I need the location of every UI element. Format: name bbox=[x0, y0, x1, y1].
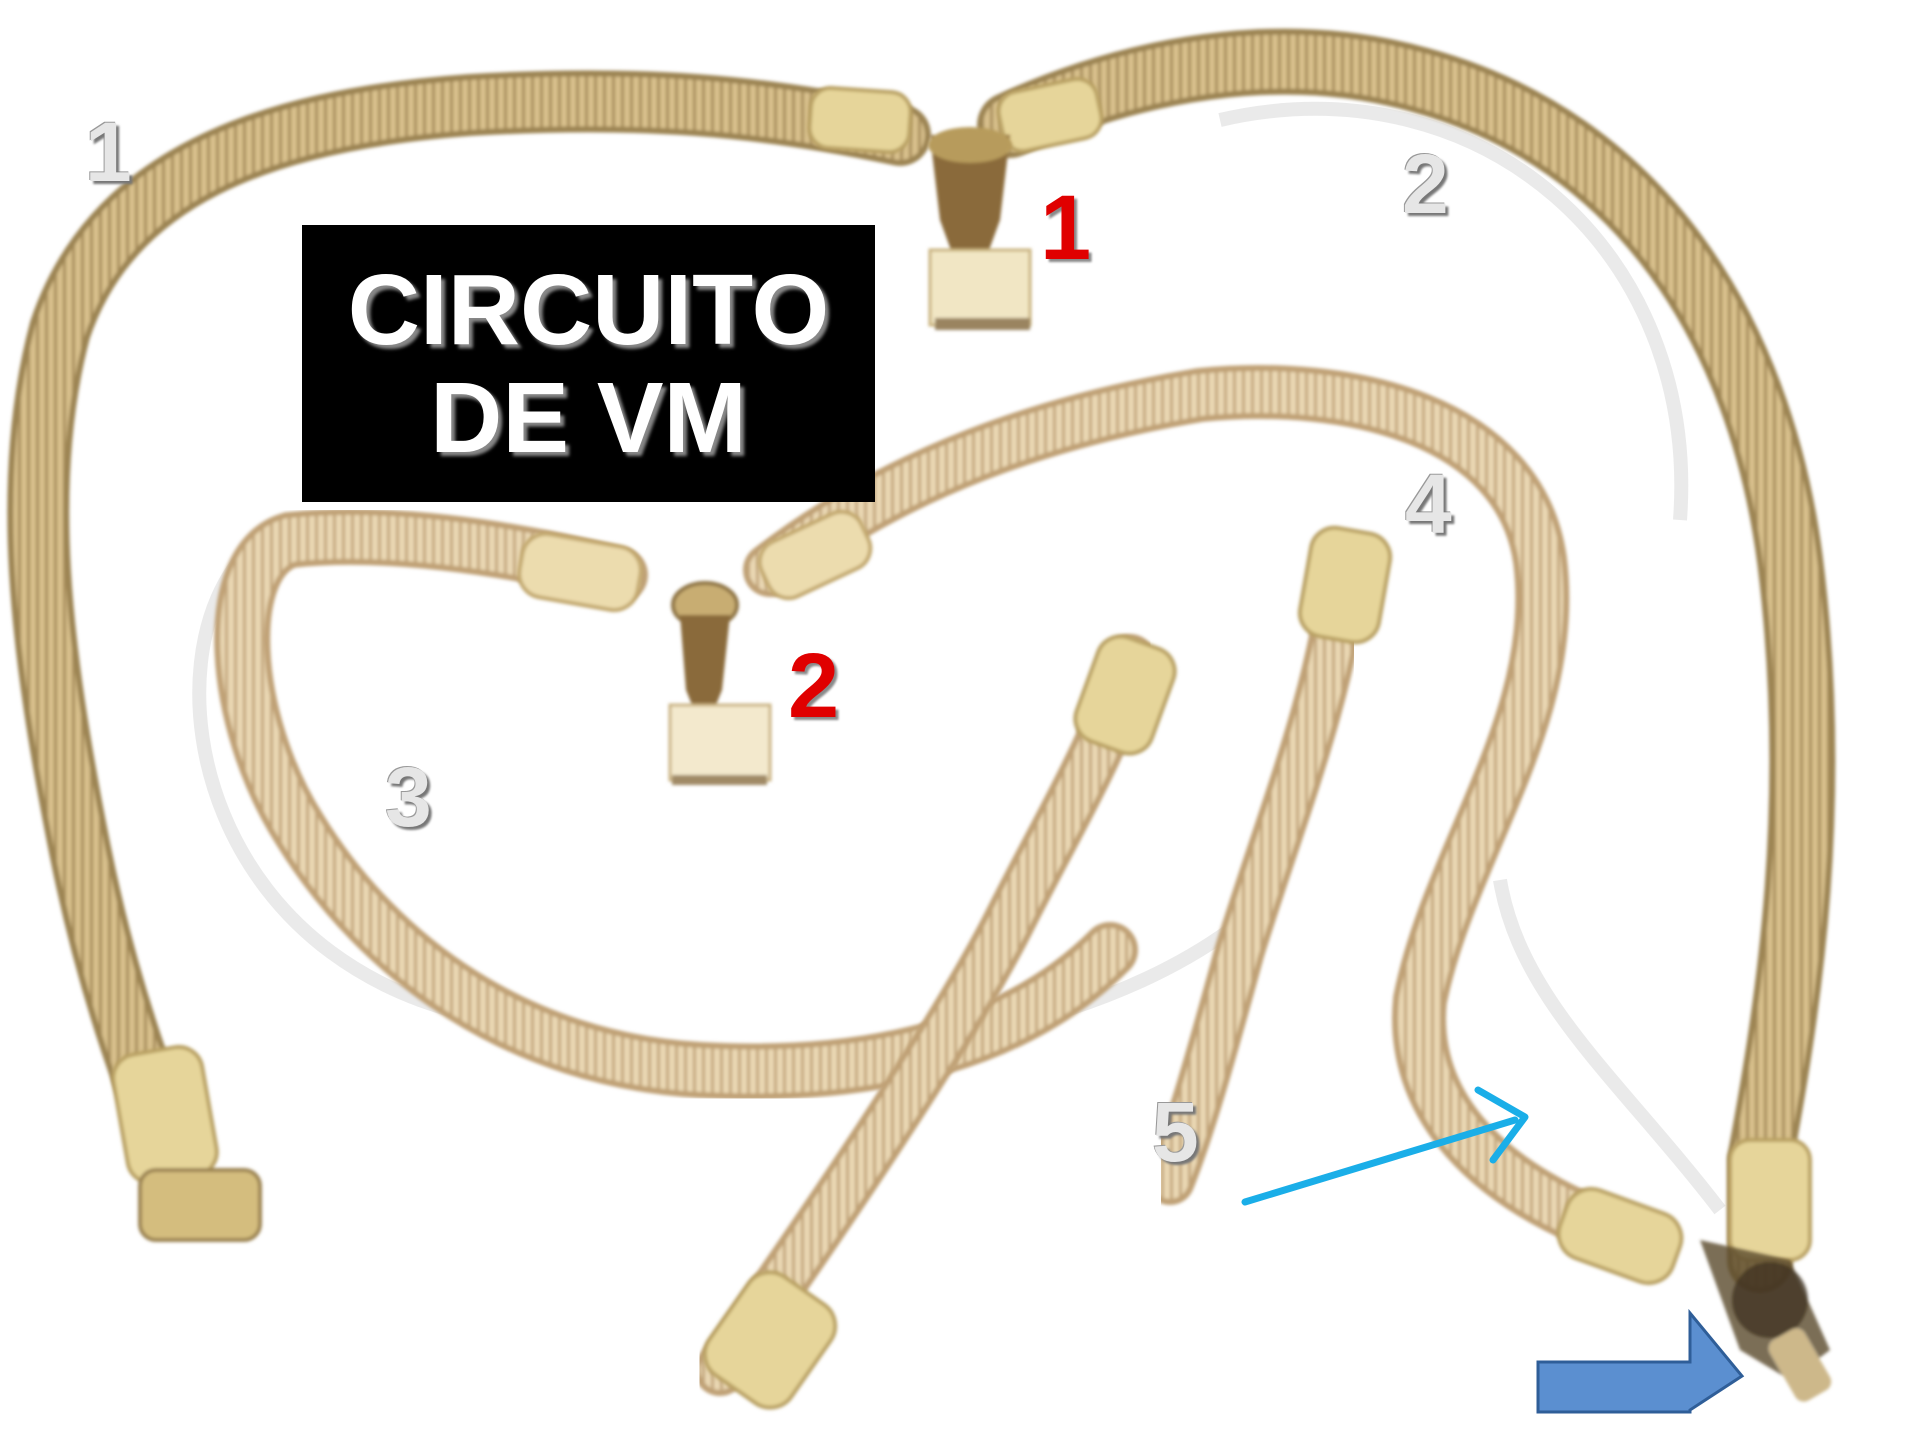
label-gray-3: 3 bbox=[385, 750, 432, 844]
connector-2 bbox=[668, 581, 772, 785]
title-line-1: CIRCUITO bbox=[347, 253, 830, 366]
tube-2 bbox=[977, 28, 1836, 1293]
connector-1 bbox=[928, 127, 1032, 330]
label-red-2: 2 bbox=[788, 635, 840, 737]
label-gray-4: 4 bbox=[1405, 457, 1452, 551]
tube-5-a bbox=[694, 634, 1156, 1396]
label-red-1: 1 bbox=[1040, 177, 1092, 279]
title-line-2: DE VM bbox=[430, 361, 747, 474]
tube-3 bbox=[214, 508, 1138, 1100]
tube-5-b bbox=[1145, 545, 1370, 1205]
y-piece bbox=[1700, 1240, 1832, 1402]
tube-cuffs bbox=[111, 76, 1812, 1410]
label-gray-1: 1 bbox=[85, 105, 132, 199]
tube-4 bbox=[743, 365, 1667, 1267]
tube-1 bbox=[7, 70, 931, 1231]
title-box: CIRCUITO DE VM bbox=[302, 225, 875, 502]
label-gray-5: 5 bbox=[1152, 1085, 1199, 1179]
label-gray-2: 2 bbox=[1402, 137, 1449, 231]
